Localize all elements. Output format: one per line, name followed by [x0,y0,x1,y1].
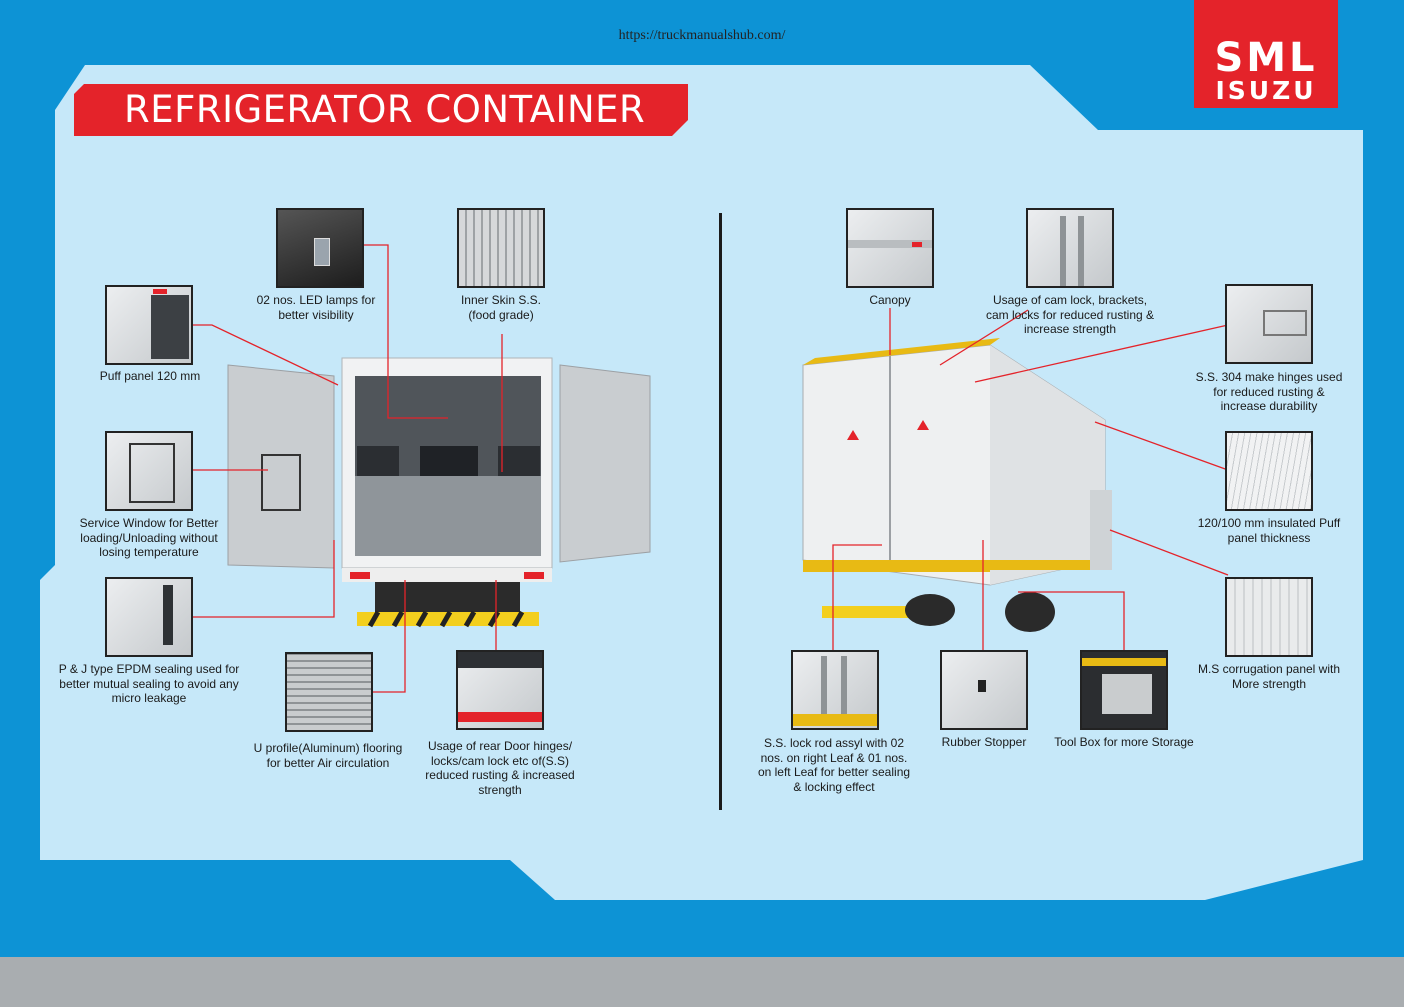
caption-inner-skin: Inner Skin S.S. (food grade) [460,293,542,322]
thumb-tool-box [1080,650,1168,730]
closed-truck-illustration [802,338,1112,632]
open-container-illustration [227,357,651,628]
caption-rear-door-hinges: Usage of rear Door hinges/ locks/cam loc… [425,739,575,797]
leader-lines [192,244,1229,693]
thumb-epdm-sealing [105,577,193,657]
brand-logo-line1: SML [1214,35,1318,81]
brand-logo-line2: ISUZU [1215,76,1317,105]
thumb-lock-rod [791,650,879,730]
thumb-corrugation-panel [1225,577,1313,657]
caption-u-profile-flooring: U profile(Aluminum) flooring for better … [253,741,403,770]
brand-logo: SML ISUZU [1194,0,1338,108]
caption-service-window: Service Window for Better loading/Unload… [79,516,219,559]
thumb-puff-panel [105,285,193,365]
caption-insulated-panel: 120/100 mm insulated Puff panel thicknes… [1197,516,1341,545]
title-band [74,84,688,136]
caption-lock-rod: S.S. lock rod assyl with 02 nos. on righ… [757,736,911,794]
footer-bar [0,957,1404,1007]
caption-corrugation-panel: M.S corrugation panel with More strength [1197,662,1341,691]
thumb-ss304-hinges [1225,284,1313,364]
thumb-inner-skin [457,208,545,288]
thumb-canopy [846,208,934,288]
warning-triangle-icon [847,430,859,440]
thumb-insulated-panel [1225,431,1313,511]
page-title: REFRIGERATOR CONTAINER [124,88,646,131]
center-divider [719,213,722,810]
thumb-rubber-stopper [940,650,1028,730]
caption-led-lamps: 02 nos. LED lamps for better visibility [256,293,376,322]
warning-triangle-icon [917,420,929,430]
thumb-cam-lock [1026,208,1114,288]
source-url: https://truckmanualshub.com/ [618,28,786,43]
caption-canopy: Canopy [869,293,911,307]
thumb-rear-door-hinges [456,650,544,730]
caption-rubber-stopper: Rubber Stopper [941,735,1027,749]
thumb-service-window [105,431,193,511]
caption-epdm-sealing: P & J type EPDM sealing used for better … [58,662,240,705]
caption-cam-lock: Usage of cam lock, brackets, cam locks f… [985,293,1155,336]
caption-tool-box: Tool Box for more Storage [1054,735,1194,749]
caption-ss304-hinges: S.S. 304 make hinges used for reduced ru… [1195,370,1343,413]
thumb-led-lamps [276,208,364,288]
caption-puff-panel: Puff panel 120 mm [99,369,201,383]
thumb-u-profile-flooring [285,652,373,732]
